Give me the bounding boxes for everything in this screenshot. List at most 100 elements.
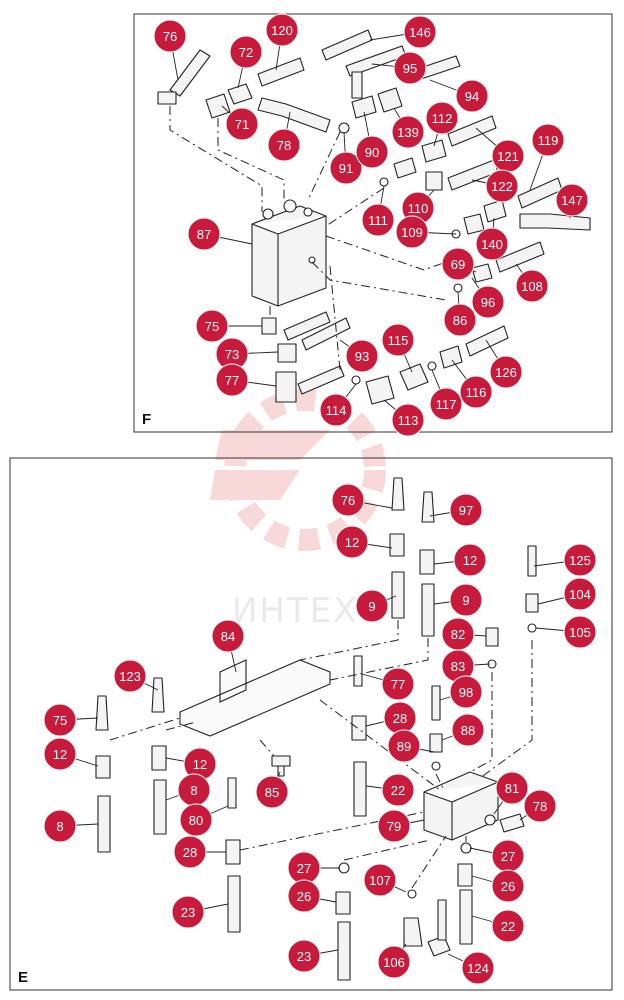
callout-circle (403, 15, 437, 49)
oring-114 (351, 375, 361, 385)
oring-89 (431, 761, 441, 771)
hose-77 (297, 365, 345, 395)
hose-96 (495, 241, 545, 273)
hose-77-e (353, 655, 363, 687)
callout-badge-27: 27 (287, 851, 321, 885)
callout-circle (563, 543, 597, 577)
callout-number: 76 (341, 493, 355, 508)
callout-circle (267, 128, 301, 162)
fitting-12-c (95, 755, 111, 779)
callout-circle (255, 775, 289, 809)
callout-badge-96: 96 (471, 285, 505, 319)
block-port (308, 256, 316, 264)
bracket-84 (179, 659, 331, 737)
callout-badge-107: 107 (363, 863, 397, 897)
callout-number: 28 (393, 711, 407, 726)
callout-badge-9: 9 (449, 583, 483, 617)
adapter-110b (393, 157, 417, 179)
callout-number: 26 (297, 889, 311, 904)
callout-circle (43, 737, 77, 771)
fitting-109 (463, 213, 485, 235)
callout-number: 95 (403, 61, 417, 76)
callout-number: 147 (561, 193, 583, 208)
callout-badge-12: 12 (453, 543, 487, 577)
callout-circle (381, 667, 415, 701)
callout-badge-12: 12 (43, 737, 77, 771)
callout-circle (531, 123, 565, 157)
callout-number: 90 (365, 145, 379, 160)
elbow-113 (365, 375, 395, 405)
callout-circle (485, 169, 519, 203)
watermark-swoosh (210, 430, 330, 500)
callout-badge-146: 146 (403, 15, 437, 49)
route-line (329, 265, 341, 371)
callout-circle (355, 589, 389, 623)
callout-circle (395, 215, 429, 249)
hose-146 (321, 29, 373, 61)
hose-147 (519, 213, 591, 231)
callout-badge-75: 75 (43, 703, 77, 737)
callout-badge-22: 22 (381, 773, 415, 807)
callout-badge-108: 108 (515, 269, 549, 303)
callout-badge-91: 91 (329, 151, 363, 185)
route-line (109, 717, 181, 741)
callout-number: 140 (481, 237, 503, 252)
fitting-28-a (351, 715, 367, 741)
tube-23-b (337, 921, 351, 981)
callout-number: 146 (409, 25, 431, 40)
oring-27-b (460, 842, 472, 854)
callout-circle (153, 19, 187, 53)
callout-badge-8: 8 (43, 809, 77, 843)
callout-number: 71 (235, 117, 249, 132)
elbow-77 (275, 371, 297, 403)
oring-27-a (338, 862, 350, 874)
callout-badge-120: 120 (265, 13, 299, 47)
callout-number: 96 (481, 295, 495, 310)
callout-number: 78 (533, 799, 547, 814)
fitting-82 (485, 627, 499, 647)
callout-number: 80 (189, 813, 203, 828)
route-line (259, 739, 275, 757)
callout-number: 125 (569, 553, 591, 568)
callout-badge-80: 80 (179, 803, 213, 837)
callout-number: 23 (181, 905, 195, 920)
callout-circle (187, 217, 221, 251)
callout-number: 83 (451, 659, 465, 674)
callout-badge-90: 90 (355, 135, 389, 169)
oring-87 (453, 283, 463, 293)
hose-76-e (391, 477, 405, 511)
panel-f-frame (133, 13, 613, 433)
callout-badge-72: 72 (229, 35, 263, 69)
callout-badge-71: 71 (225, 107, 259, 141)
sleeve-115 (399, 363, 429, 391)
callout-number: 94 (465, 89, 479, 104)
callout-number: 27 (501, 849, 515, 864)
callout-badge-12: 12 (183, 747, 217, 781)
callout-circle (451, 713, 485, 747)
callout-number: 123 (119, 669, 141, 684)
callout-circle (287, 939, 321, 973)
route-line (411, 835, 447, 889)
route-line (435, 773, 445, 791)
callout-number: 12 (463, 553, 477, 568)
callout-badge-93: 93 (345, 339, 379, 373)
callout-number: 104 (569, 587, 591, 602)
callout-number: 124 (467, 961, 489, 976)
callout-number: 120 (271, 23, 293, 38)
oring-111 (379, 177, 389, 187)
callout-badge-123: 123 (113, 659, 147, 693)
callout-badge-140: 140 (475, 227, 509, 261)
tube-23-a (227, 875, 241, 933)
callout-circle (43, 809, 77, 843)
tube-124 (437, 899, 447, 941)
hose-123 (151, 677, 165, 713)
callout-badge-97: 97 (449, 493, 483, 527)
route-line (165, 721, 197, 731)
panel-e-label: E (18, 969, 28, 986)
fitting-26-a (335, 891, 351, 915)
callout-circle (449, 493, 483, 527)
hose-95-drop (351, 71, 363, 99)
callout-number: 79 (387, 819, 401, 834)
callout-number: 72 (239, 45, 253, 60)
